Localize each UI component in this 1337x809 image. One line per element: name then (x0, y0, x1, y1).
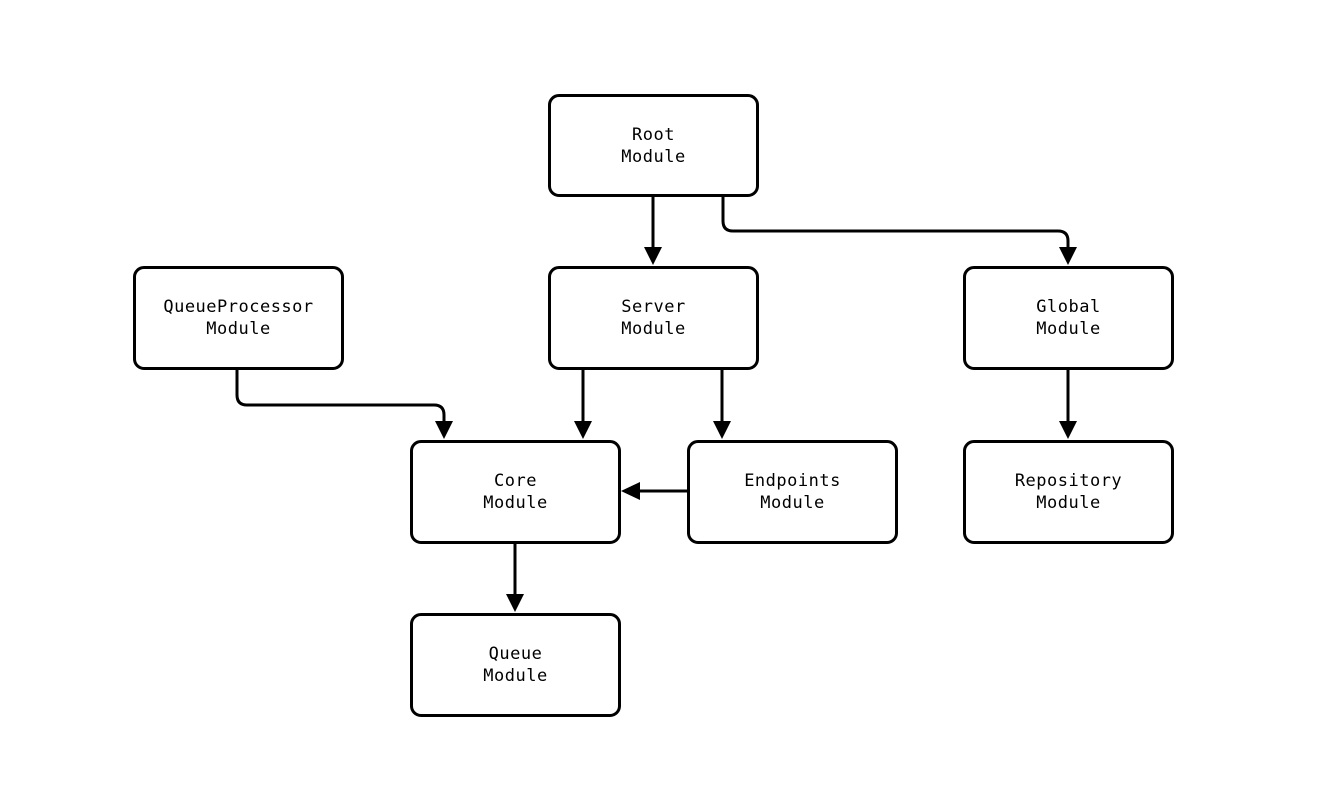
edge-root-to-server (644, 197, 662, 265)
node-root-module-label: Root Module (621, 124, 686, 167)
node-core-module[interactable]: Core Module (410, 440, 621, 544)
edge-global-to-repository (1059, 370, 1077, 439)
edge-queueprocessor-to-core (235, 370, 453, 439)
arrowhead-down-icon (1059, 421, 1077, 439)
arrowhead-down-icon (644, 247, 662, 265)
node-queueprocessor-module-label: QueueProcessor Module (163, 297, 314, 339)
node-endpoints-module[interactable]: Endpoints Module (687, 440, 898, 544)
node-repository-module-label: Repository Module (1014, 471, 1123, 513)
arrowhead-down-icon (713, 421, 731, 439)
node-global-module-label: Global Module (1036, 297, 1101, 339)
edge-core-to-queue (506, 544, 524, 612)
arrowhead-down-icon (574, 421, 592, 439)
arrowhead-down-icon (506, 594, 524, 612)
edge-root-to-global (721, 197, 1077, 265)
arrowhead-down-icon (1059, 247, 1077, 265)
node-queue-module-label: Queue Module (483, 644, 548, 686)
edge-endpoints-to-core (621, 482, 687, 500)
node-queue-module[interactable]: Queue Module (410, 613, 621, 717)
node-root-module[interactable]: Root Module (548, 94, 759, 197)
edge-server-to-core (574, 370, 592, 439)
arrowhead-left-icon (621, 482, 640, 500)
edge-server-to-endpoints (713, 370, 731, 439)
node-repository-module[interactable]: Repository Module (963, 440, 1174, 544)
arrowhead-down-icon (435, 421, 453, 439)
node-server-module-label: Server Module (621, 297, 686, 339)
node-queueprocessor-module[interactable]: QueueProcessor Module (133, 266, 344, 370)
node-global-module[interactable]: Global Module (963, 266, 1174, 370)
node-endpoints-module-label: Endpoints Module (744, 471, 841, 513)
node-core-module-label: Core Module (483, 471, 548, 513)
node-server-module[interactable]: Server Module (548, 266, 759, 370)
